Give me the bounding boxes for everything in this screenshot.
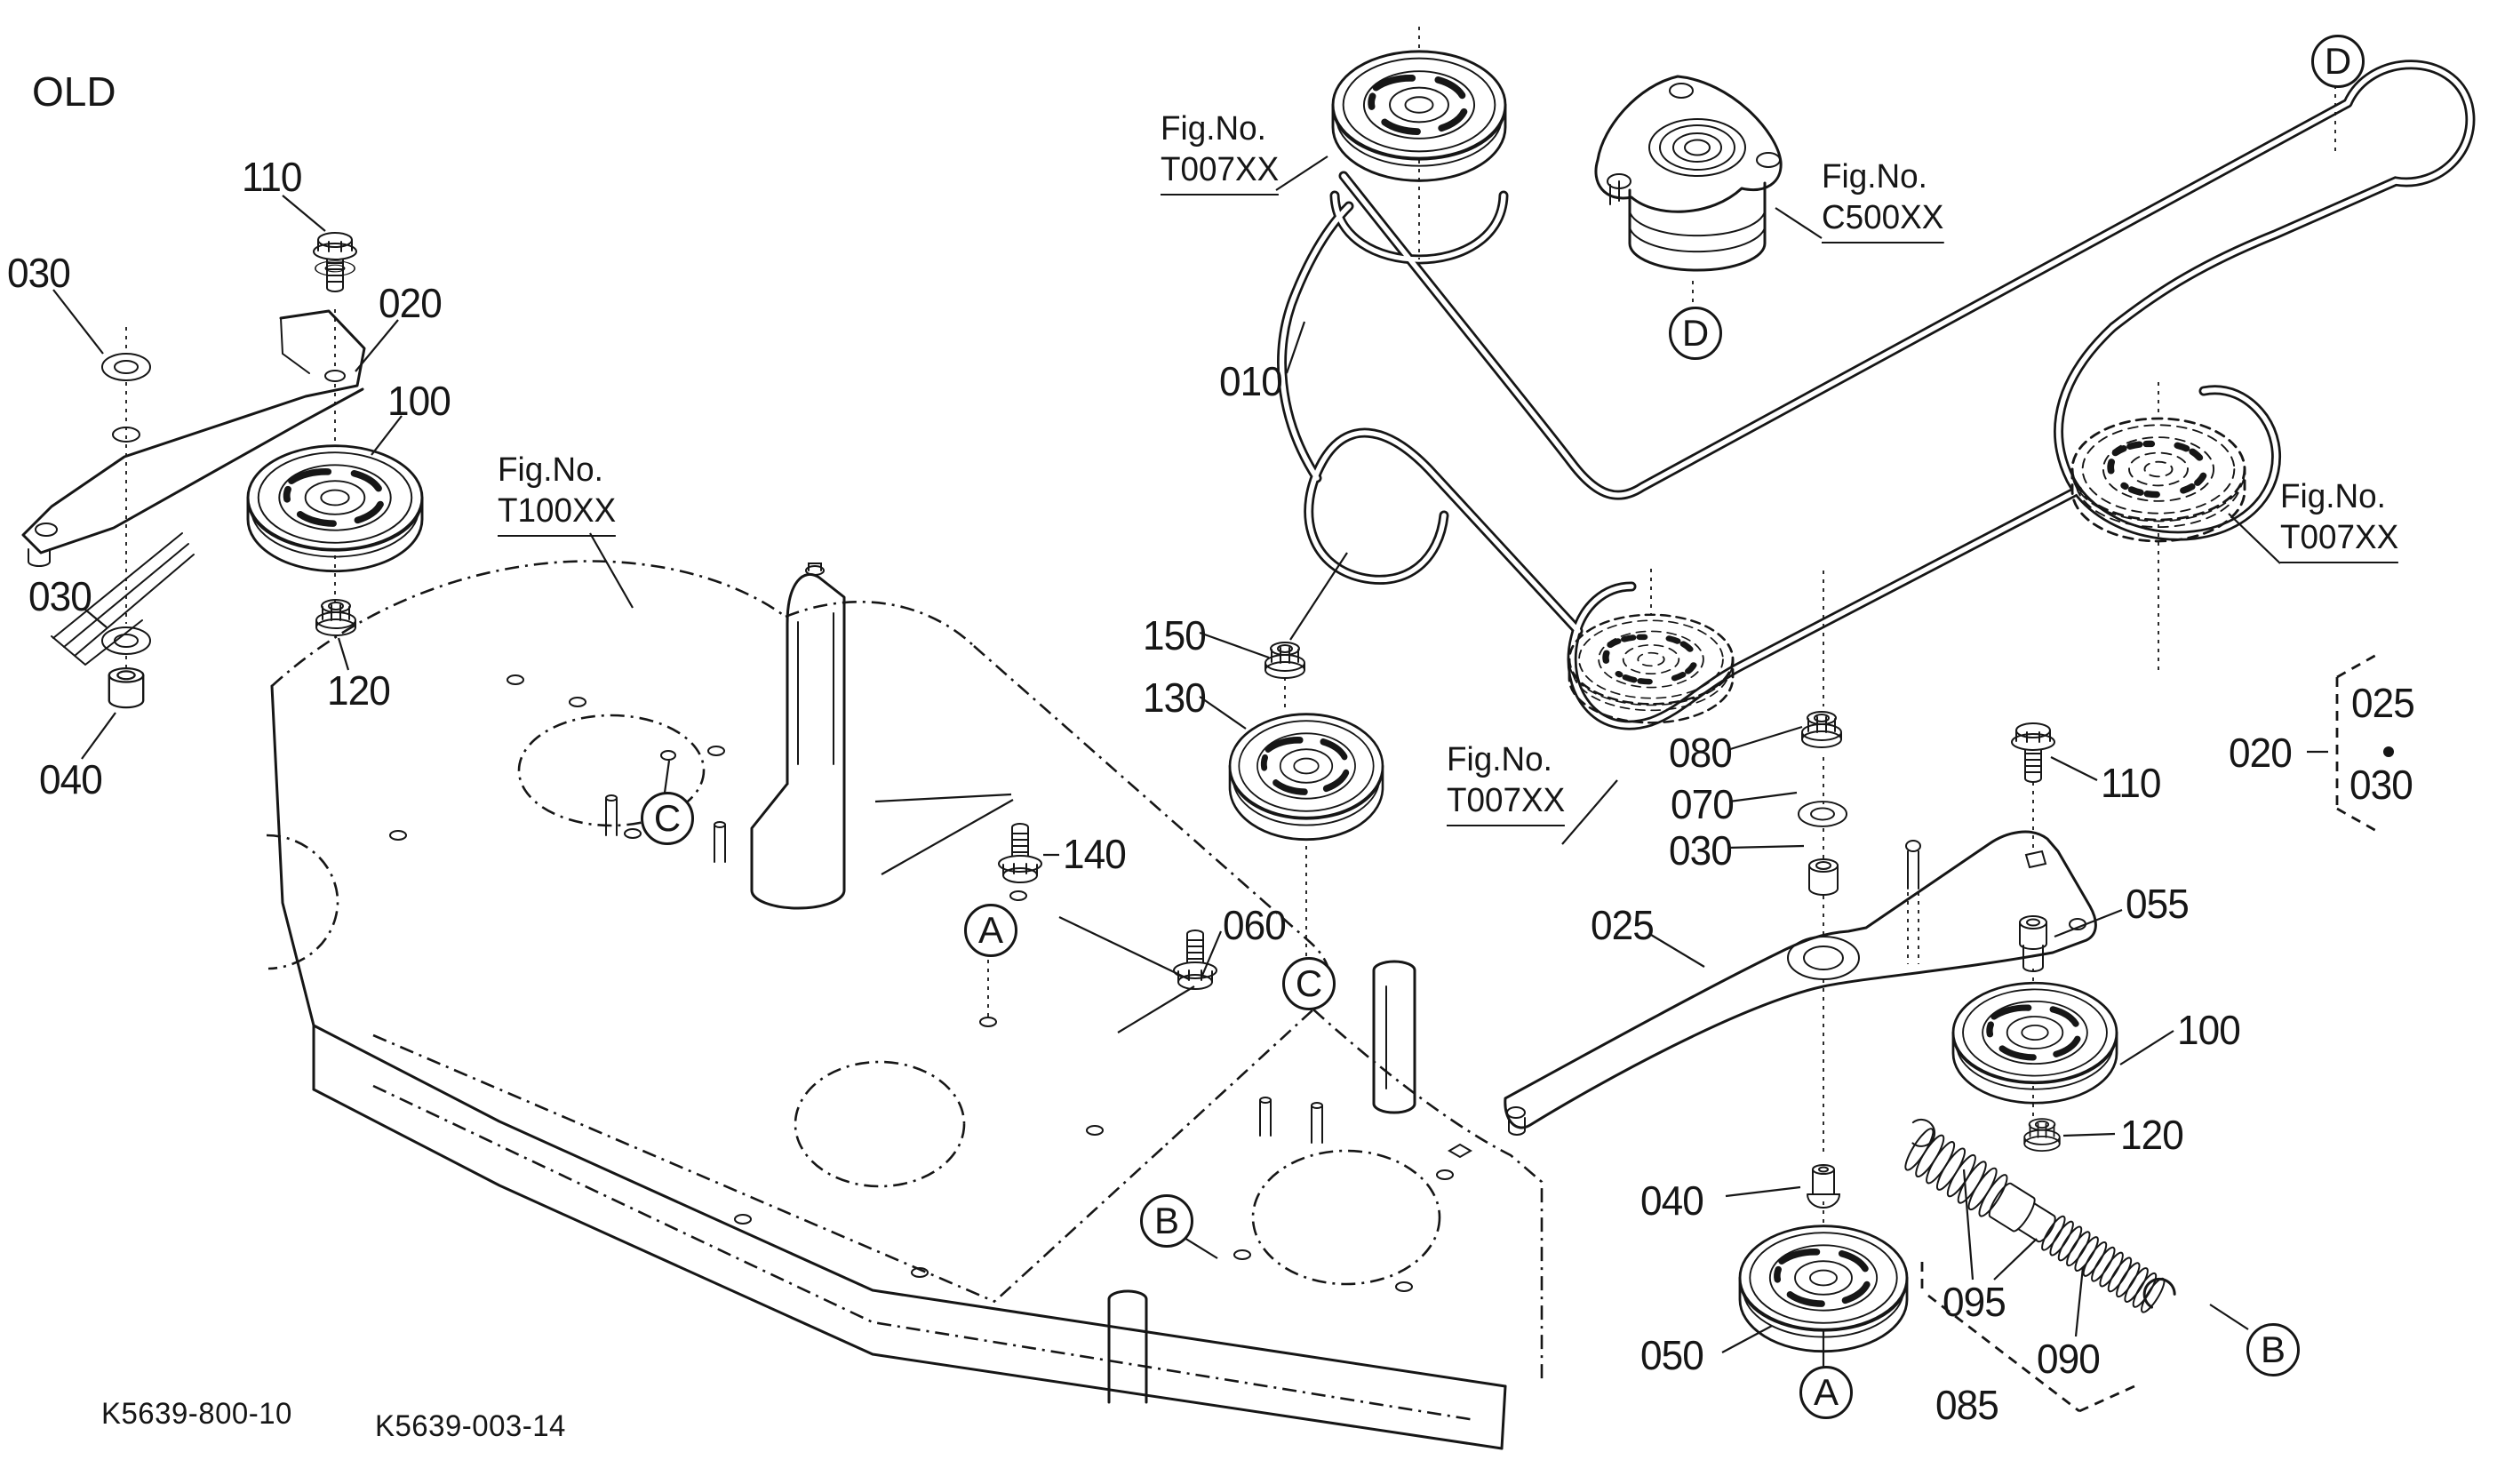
part-callout: 030 bbox=[2349, 762, 2413, 808]
figure-reference: Fig.No. T100XX bbox=[498, 450, 617, 537]
hardware bbox=[987, 27, 2336, 1365]
mower-deck bbox=[51, 532, 1544, 1450]
part-callout: 010 bbox=[1219, 358, 1283, 404]
idler-arm-025 bbox=[1504, 830, 2097, 1136]
figure-reference: Fig.No. C500XX bbox=[1822, 156, 1944, 243]
position-marker: A bbox=[964, 904, 1017, 957]
part-callout: 020 bbox=[379, 280, 443, 326]
old-section-title: OLD bbox=[32, 68, 116, 115]
part-callout: 120 bbox=[327, 667, 391, 714]
part-callout: 070 bbox=[1671, 781, 1735, 827]
drawing-number-left: K5639-800-10 bbox=[101, 1397, 292, 1431]
part-callout: 110 bbox=[2101, 760, 2161, 806]
position-marker: A bbox=[1799, 1366, 1853, 1419]
figure-reference-prefix: Fig.No. bbox=[498, 451, 603, 489]
part-callout: 060 bbox=[1223, 902, 1287, 948]
part-callout: 095 bbox=[1943, 1279, 2006, 1325]
position-marker: C bbox=[1282, 957, 1336, 1010]
figure-reference: Fig.No. T007XX bbox=[1447, 739, 1566, 826]
pulley-t007xx-right bbox=[2072, 419, 2245, 541]
pulley-100-right bbox=[1953, 983, 2117, 1103]
part-callout: 110 bbox=[242, 154, 302, 200]
part-callout: 140 bbox=[1063, 831, 1127, 877]
group-bracket-bullet bbox=[2383, 746, 2394, 757]
part-callout: 100 bbox=[2177, 1007, 2241, 1053]
part-callout: 090 bbox=[2037, 1336, 2101, 1382]
part-callout: 040 bbox=[1640, 1177, 1704, 1224]
part-callout: 120 bbox=[2120, 1112, 2184, 1158]
clutch-c500xx bbox=[1594, 75, 1783, 272]
figure-reference-code: T100XX bbox=[498, 492, 617, 531]
pulley-130 bbox=[1230, 714, 1383, 840]
part-callout: 030 bbox=[7, 250, 71, 296]
figure-reference-code: T007XX bbox=[1161, 151, 1280, 189]
part-callout: 050 bbox=[1640, 1332, 1704, 1378]
part-callout: 080 bbox=[1669, 730, 1733, 776]
part-callout: 100 bbox=[387, 378, 451, 424]
position-marker: B bbox=[1140, 1194, 1193, 1248]
bushing-055 bbox=[2019, 915, 2047, 972]
deck-holes bbox=[389, 674, 1472, 1292]
deck-belt bbox=[1277, 60, 2476, 730]
part-callout: 030 bbox=[1669, 827, 1733, 874]
belt-guide-right bbox=[1372, 960, 1416, 1114]
position-marker: D bbox=[1669, 307, 1722, 360]
figure-reference-prefix: Fig.No. bbox=[1161, 110, 1266, 148]
figure-reference-prefix: Fig.No. bbox=[1822, 158, 1927, 195]
belt-guide-bottom bbox=[1107, 1289, 1148, 1404]
figure-reference-code: T007XX bbox=[1447, 782, 1566, 820]
figure-reference-prefix: Fig.No. bbox=[1447, 741, 1552, 778]
drawing-number-center: K5639-003-14 bbox=[375, 1409, 566, 1443]
figure-reference: Fig.No. T007XX bbox=[1161, 108, 1280, 195]
part-callout: 020 bbox=[2229, 730, 2293, 776]
part-callout: 040 bbox=[39, 756, 103, 802]
leader-lines bbox=[52, 156, 2328, 1367]
position-marker: B bbox=[2246, 1323, 2300, 1376]
figure-reference-code: T007XX bbox=[2280, 519, 2399, 557]
part-callout: 085 bbox=[1935, 1382, 1999, 1428]
figure-reference-prefix: Fig.No. bbox=[2280, 478, 2386, 515]
part-callout: 150 bbox=[1143, 612, 1207, 658]
belt-guide-bracket bbox=[750, 562, 846, 910]
part-callout: 025 bbox=[1591, 902, 1655, 948]
tension-spring-assembly bbox=[1904, 1118, 2176, 1313]
part-callout: 130 bbox=[1143, 674, 1207, 721]
part-callout: 055 bbox=[2126, 881, 2190, 927]
part-callout: 025 bbox=[2351, 680, 2415, 726]
figure-reference-code: C500XX bbox=[1822, 199, 1944, 237]
position-marker: C bbox=[641, 792, 694, 845]
collar-040-right bbox=[1807, 1164, 1841, 1209]
part-callout: 030 bbox=[28, 573, 92, 619]
position-marker: D bbox=[2311, 35, 2365, 88]
figure-reference: Fig.No. T007XX bbox=[2280, 476, 2399, 563]
old-assembly bbox=[21, 232, 422, 709]
group-brackets bbox=[1920, 652, 2379, 1413]
